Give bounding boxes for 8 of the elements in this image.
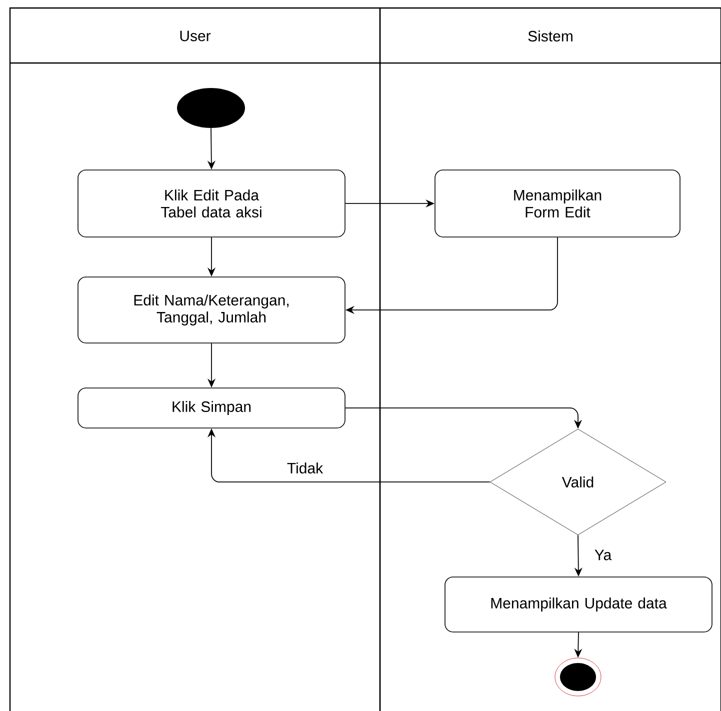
- action-box: Klik Simpan: [78, 388, 346, 428]
- action-box: Edit Nama/Keterangan, Tanggal, Jumlah: [78, 276, 346, 344]
- edge-label: Tidak: [286, 461, 324, 474]
- start-node: [177, 88, 245, 128]
- action-box: Menampilkan Form Edit: [434, 170, 680, 238]
- end-node: [554, 658, 602, 696]
- action-box: Menampilkan Update data: [444, 576, 712, 632]
- action-box: Klik Edit Pada Tabel data aksi: [78, 170, 346, 238]
